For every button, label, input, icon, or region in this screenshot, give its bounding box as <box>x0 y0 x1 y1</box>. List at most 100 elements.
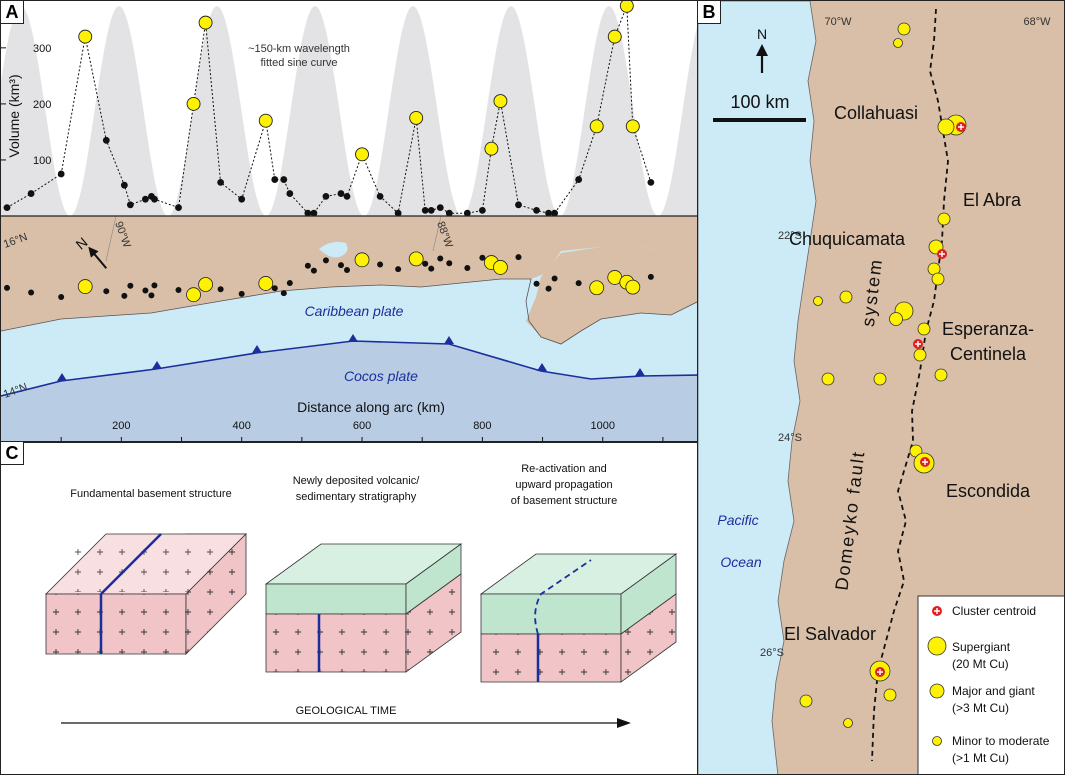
cluster-centroids <box>875 122 966 677</box>
map-volcano-minor <box>545 285 552 292</box>
annotation-line-1: ~150-km wavelength <box>248 43 350 55</box>
map-volcano-minor <box>121 292 128 299</box>
volcano-minor-point <box>478 206 486 214</box>
legend-centroid-label: Cluster centroid <box>952 604 1036 618</box>
map-volcano-minor <box>271 285 278 292</box>
trench-tooth <box>57 373 67 381</box>
caption-stage-2-line-2: sedimentary stratigraphy <box>296 491 417 503</box>
x-tick-label: 400 <box>233 420 251 432</box>
trench-line <box>1 340 697 397</box>
coastline <box>1 278 697 345</box>
annotation-line-2: fitted sine curve <box>260 57 337 69</box>
map-volcano-minor <box>464 264 471 271</box>
lon-70w-label: 70°W <box>824 16 852 28</box>
deposit-label-esperanza: Esperanza- <box>942 319 1034 339</box>
deposit-minor-marker <box>799 694 813 708</box>
block1-side-pattern <box>186 534 246 654</box>
volcano-major-point <box>258 113 273 128</box>
legend-supergiant-label-1: Supergiant <box>952 640 1011 654</box>
pacific-ocean <box>698 1 817 774</box>
volcano-minor-point <box>322 192 330 200</box>
block2-pink-side-pattern <box>406 574 461 672</box>
lat-22s-label: 22°S <box>778 230 802 242</box>
caption-stage-2-line-1: Newly deposited volcanic/ <box>293 475 421 487</box>
volcano-major-point <box>493 94 508 109</box>
trench-tooth <box>252 345 262 353</box>
block-new-stratigraphy <box>264 543 463 673</box>
north-label-b: N <box>757 26 767 42</box>
caption-stage-1: Fundamental basement structure <box>70 488 231 500</box>
deposit-minor-marker <box>873 372 887 386</box>
deposit-label-collahuasi: Collahuasi <box>834 103 918 123</box>
volcano-major-point <box>78 29 93 44</box>
legend-minor-symbol <box>932 736 942 746</box>
centroid-esperanza <box>913 339 923 349</box>
centroid-cross <box>877 669 883 675</box>
volcano-minor-point <box>310 209 318 217</box>
volcano-minor-point <box>647 178 655 186</box>
caption-stage-3-line-3: of basement structure <box>511 495 617 507</box>
graticule-88w <box>432 215 442 252</box>
panel-c-label: C <box>1 442 24 465</box>
centroid-cross <box>915 341 921 347</box>
map-volcano-minor <box>446 260 453 267</box>
deposit-label-el-salvador: El Salvador <box>784 624 876 644</box>
centroid-el-salvador <box>875 667 885 677</box>
centroid-cross <box>958 124 964 130</box>
trench-teeth <box>57 334 645 381</box>
map-volcano-major <box>589 280 605 296</box>
volcano-minor-point <box>238 195 246 203</box>
scale-bar <box>713 118 806 122</box>
legend-minor-label-1: Minor to moderate <box>952 734 1050 748</box>
map-volcano-minor <box>322 257 329 264</box>
volcano-minor-point <box>427 206 435 214</box>
map-volcano-minor <box>151 282 158 289</box>
map-volcano-minor <box>217 286 224 293</box>
block3-pink-side-pattern <box>621 594 676 682</box>
map-volcano-minor <box>377 261 384 268</box>
map-volcano-minor <box>304 262 311 269</box>
volcano-minor-point <box>551 209 558 217</box>
map-volcano-major <box>198 277 213 292</box>
volcano-major-point <box>409 110 424 125</box>
deposit-label-centinela: Centinela <box>950 344 1027 364</box>
volcano-minor-point <box>126 201 134 209</box>
map-volcano-minor <box>343 267 350 274</box>
lat-24s-label: 24°S <box>778 432 802 444</box>
map-volcano-minor <box>148 292 155 299</box>
block1-fault <box>99 533 162 654</box>
deposit-label-chuquicamata: Chuquicamata <box>789 229 906 249</box>
volcano-minor-point <box>3 204 11 211</box>
x-tick-label: 1000 <box>590 420 614 432</box>
ocean-label-1: Pacific <box>717 512 758 528</box>
centroid-cross <box>934 608 940 614</box>
trench-tooth <box>444 336 454 344</box>
deposit-minor-marker <box>917 322 931 336</box>
y-tick-label: 200 <box>33 99 51 111</box>
deposit-markers <box>799 22 967 728</box>
volcano-major-point <box>589 119 604 134</box>
y-axis-title: Volume (km³) <box>6 74 22 157</box>
map-volcanoes <box>4 251 654 303</box>
map-volcano-minor <box>280 290 287 297</box>
map-volcano-minor <box>337 262 344 269</box>
deposit-minor-marker <box>931 272 945 286</box>
map-volcano-minor <box>533 280 540 287</box>
trench-tooth <box>635 368 645 376</box>
scale-label: 100 km <box>730 92 789 112</box>
volcano-minor-point <box>394 209 402 217</box>
legend-centroid-symbol <box>932 606 942 616</box>
lon-68w-label: 68°W <box>1023 16 1051 28</box>
map-volcano-minor <box>28 289 35 296</box>
x-axis-title: Distance along arc (km) <box>297 399 445 415</box>
map-volcano-minor <box>395 266 402 273</box>
map-volcano-minor <box>286 280 293 287</box>
legend-major-label-2: (>3 Mt Cu) <box>952 701 1009 715</box>
volcano-minor-point <box>120 181 128 189</box>
volcano-minor-point <box>151 195 158 203</box>
legend-box <box>917 595 1064 774</box>
volcano-major-point <box>355 147 369 162</box>
volcano-minor-point <box>175 204 182 211</box>
block3-fault-propagated <box>534 559 592 635</box>
